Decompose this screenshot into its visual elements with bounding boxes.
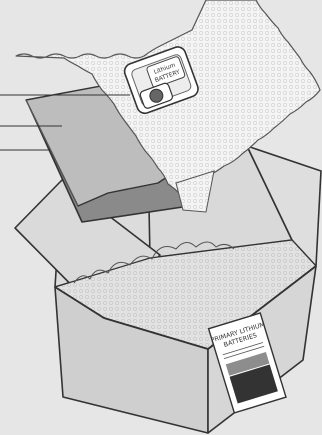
battery-packaging-diagram: PRIMARY LITHIUM BATTERIES Lithium BATTER… xyxy=(0,0,322,435)
